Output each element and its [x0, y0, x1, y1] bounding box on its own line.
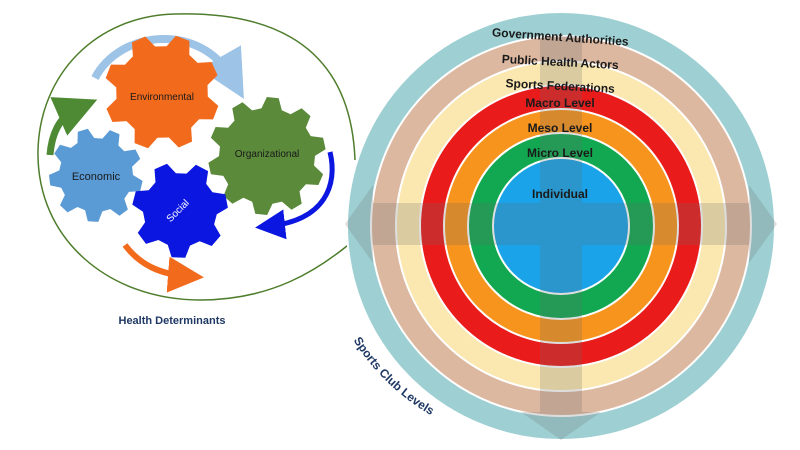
- economic-gear: [49, 128, 143, 222]
- ring-label-6: Individual: [532, 187, 588, 201]
- environmental-gear: [105, 35, 219, 149]
- gear-social-shape: [132, 163, 228, 258]
- gear-organizational-shape: [208, 97, 326, 215]
- arrow-left: [46, 97, 98, 156]
- ring-label-2: Sports Federations: [505, 76, 615, 96]
- arrow-right: [255, 151, 335, 240]
- arrow-bottom: [122, 243, 204, 293]
- organizational-gear: [208, 97, 326, 215]
- ring-label-4: Meso Level: [528, 121, 593, 135]
- cross-overlay: [345, 36, 777, 440]
- social-gear: [132, 163, 228, 258]
- ring-label-5: Micro Level: [527, 146, 593, 160]
- arrow-top: [91, 34, 244, 99]
- gear-label-economic: Economic: [72, 171, 121, 183]
- health-determinants-caption: Health Determinants: [119, 315, 226, 327]
- gear-label-organizational: Organizational: [235, 149, 299, 160]
- sports-club-levels-rings: [346, 11, 776, 441]
- gear-environmental-shape: [105, 35, 219, 149]
- gear-economic-shape: [49, 128, 143, 222]
- ring-label-1: Public Health Actors: [501, 52, 619, 72]
- ring-6: [492, 157, 630, 295]
- ring-label-3: Macro Level: [525, 96, 594, 110]
- gear-label-environmental: Environmental: [130, 92, 194, 103]
